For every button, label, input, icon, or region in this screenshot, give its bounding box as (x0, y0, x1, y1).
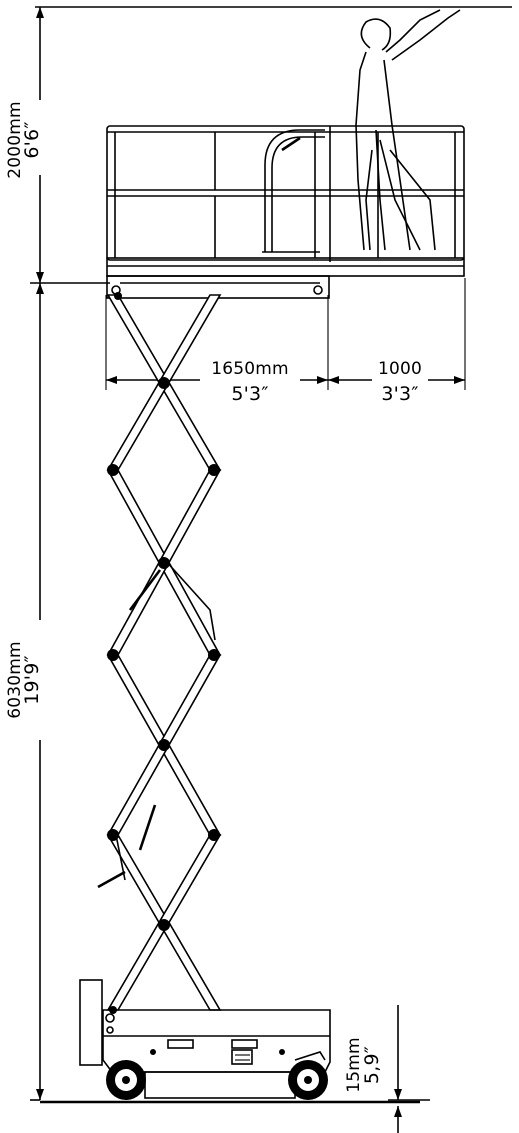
extension-length-metric: 1000 (378, 359, 422, 379)
wheel-icon (106, 1060, 146, 1100)
guardrail-height-dimension: 2000mm 6'6″ (5, 101, 43, 179)
vertical-dimension-lines (30, 7, 110, 1101)
guardrail-height-imperial: 6'6″ (21, 121, 43, 158)
platform-guardrail (106, 125, 465, 262)
wheel-icon (288, 1060, 328, 1100)
platform-length-metric: 1650mm (211, 359, 289, 379)
ground-clearance-dimension: 15mm 5,9″ (344, 1037, 383, 1093)
platform-height-metric: 6030mm (5, 641, 25, 719)
platform-length-imperial: 5'3″ (231, 383, 268, 405)
platform-height-dimension: 6030mm 19'9″ (5, 641, 43, 719)
platform-deck (106, 257, 465, 299)
platform-height-imperial: 19'9″ (21, 655, 43, 705)
scissor-stack (97, 292, 222, 1014)
ground-clearance-lines (388, 1005, 430, 1133)
ground-clearance-metric: 15mm (344, 1037, 364, 1093)
guardrail-height-metric: 2000mm (5, 101, 25, 179)
ground-clearance-imperial: 5,9″ (361, 1046, 383, 1084)
person-figure-icon (355, 9, 461, 251)
extension-length-imperial: 3'3″ (381, 383, 418, 405)
horizontal-dimension-lines (105, 278, 466, 390)
